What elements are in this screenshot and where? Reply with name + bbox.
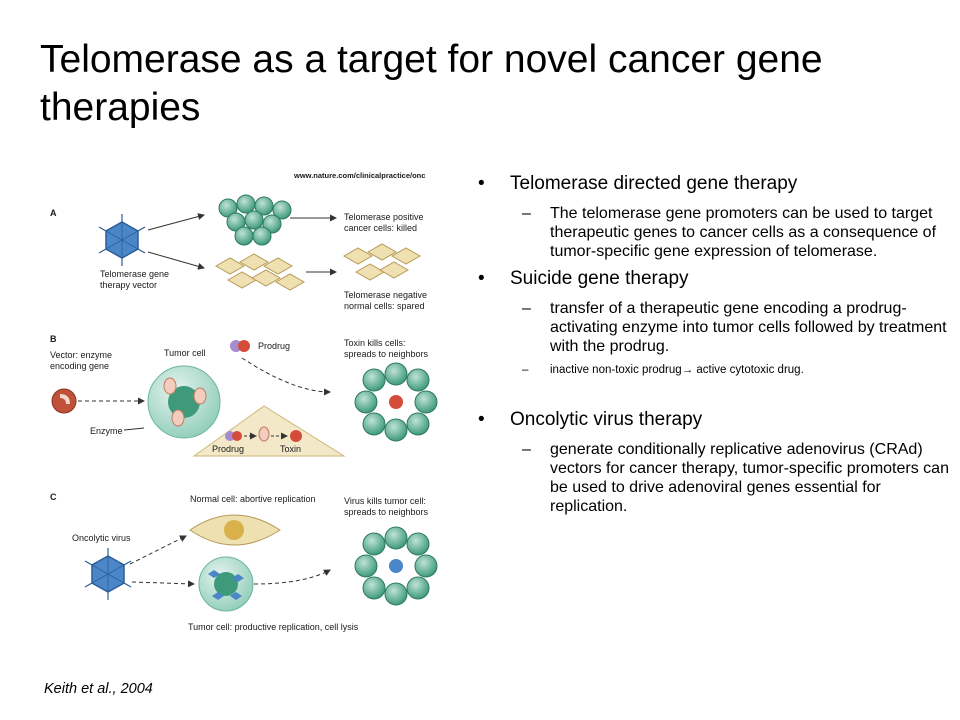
bullet-marker: •: [478, 173, 485, 194]
sub-bullet-text: The telomerase gene promoters can be use…: [550, 205, 937, 260]
oncolytic-virus-icon: [84, 548, 132, 600]
vector-label-line1: Telomerase gene: [100, 269, 169, 279]
bullet-telomerase-directed: • Telomerase directed gene therapy: [478, 172, 952, 196]
toxin-label: Toxin: [280, 444, 301, 454]
sub-bullet-marker: –: [522, 364, 529, 376]
prodrug-to-toxin-conversion: [192, 405, 346, 457]
sub-bullet-marker: –: [522, 205, 531, 222]
prodrug-top-label: Prodrug: [258, 341, 290, 351]
panel-a-label: A: [50, 208, 57, 218]
enzyme-vector-line2: encoding gene: [50, 361, 109, 371]
normal-cell-cluster: [214, 253, 306, 291]
bullet-list: • Telomerase directed gene therapy – The…: [478, 172, 952, 522]
toxin-kills-line2: spreads to neighbors: [344, 349, 429, 359]
citation: Keith et al., 2004: [44, 681, 153, 697]
bullet-marker: •: [478, 409, 485, 430]
bullet-text: Suicide gene therapy: [510, 268, 689, 289]
negative-cells-line2: normal cells: spared: [344, 301, 425, 311]
slide-title: Telomerase as a target for novel cancer …: [40, 38, 823, 129]
bullet-oncolytic-virus: • Oncolytic virus therapy: [478, 408, 952, 432]
panel-b-label: B: [50, 334, 57, 344]
positive-cells-line1: Telomerase positive: [344, 212, 424, 222]
sub-bullet-text: transfer of a therapeutic gene encoding …: [550, 300, 947, 355]
infected-tumor-cell-icon: [198, 556, 254, 612]
virus-kills-line2: spreads to neighbors: [344, 507, 429, 517]
prodrug-bottom-label: Prodrug: [212, 444, 244, 454]
sub-bullet-prodrug-activation: – inactive non-toxic prodrug→ active cyt…: [478, 362, 952, 378]
normal-cell-abortive-label: Normal cell: abortive replication: [190, 494, 316, 504]
bullet-text: Oncolytic virus therapy: [510, 409, 703, 430]
arrow-icon: →: [681, 364, 694, 376]
sub-bullet-text-b: active cytotoxic drug.: [693, 364, 804, 376]
sub-bullet-crad-vectors: – generate conditionally replicative ade…: [478, 440, 952, 516]
toxin-kills-line1: Toxin kills cells:: [344, 338, 406, 348]
cancer-cell-cluster: [218, 194, 292, 246]
vector-label-line2: therapy vector: [100, 280, 157, 290]
sub-bullet-telomerase-promoters: – The telomerase gene promoters can be u…: [478, 204, 952, 261]
enzyme-vector-icon: [51, 388, 77, 414]
lysed-cell-cluster-c: [354, 526, 438, 606]
prodrug-molecule-icon: [230, 340, 250, 352]
sub-bullet-text-a: inactive non-toxic prodrug: [550, 364, 682, 376]
oncolytic-virus-label: Oncolytic virus: [72, 533, 131, 543]
enzyme-vector-line1: Vector: enzyme: [50, 350, 112, 360]
bullet-suicide-gene: • Suicide gene therapy: [478, 267, 952, 291]
sub-bullet-text: generate conditionally replicative adeno…: [550, 441, 949, 515]
tumor-cell-label: Tumor cell: [164, 348, 206, 358]
killed-cells-group: [342, 243, 422, 281]
negative-cells-line1: Telomerase negative: [344, 290, 427, 300]
gene-therapy-vector-icon: [98, 214, 146, 266]
telomerase-therapy-figure: www.nature.com/clinicalpractice/onc A Te…: [50, 171, 438, 632]
normal-cell-icon: [189, 514, 281, 546]
tumor-cell-large: [147, 365, 221, 439]
sub-bullet-prodrug-enzyme: – transfer of a therapeutic gene encodin…: [478, 299, 952, 356]
bullet-text: Telomerase directed gene therapy: [510, 173, 798, 194]
panel-c-label: C: [50, 492, 57, 502]
bullet-marker: •: [478, 268, 485, 289]
sub-bullet-marker: –: [522, 300, 531, 317]
dead-cell-cluster-b: [354, 362, 438, 442]
virus-kills-line1: Virus kills tumor cell:: [344, 496, 426, 506]
tumor-productive-label: Tumor cell: productive replication, cell…: [188, 622, 359, 632]
enzyme-label: Enzyme: [90, 426, 123, 436]
positive-cells-line2: cancer cells: killed: [344, 223, 417, 233]
sub-bullet-marker: –: [522, 441, 531, 458]
figure-source-url: www.nature.com/clinicalpractice/onc: [293, 171, 425, 180]
